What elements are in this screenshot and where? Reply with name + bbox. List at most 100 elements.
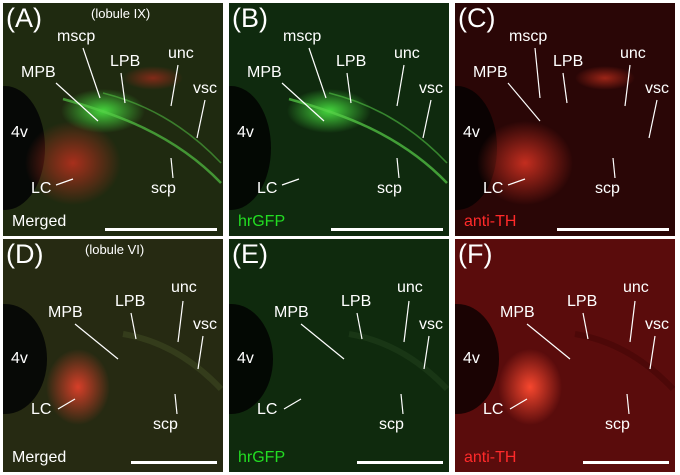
mpb-label: MPB	[500, 304, 535, 321]
fourth-ventricle-label: 4v	[11, 350, 28, 367]
mscp-pointer	[534, 47, 541, 99]
fourth-ventricle	[3, 304, 47, 414]
lobule-label: (lobule VI)	[85, 242, 145, 257]
panel-a-micrograph	[3, 3, 223, 236]
lc-pointer	[283, 398, 302, 410]
lpb-label: LPB	[115, 293, 146, 310]
fourth-ventricle	[229, 304, 273, 414]
scp-pointer	[626, 393, 630, 415]
unc-pointer	[170, 64, 179, 107]
lpb-th-fibers	[123, 66, 183, 90]
lc-label: LC	[31, 180, 52, 197]
vsc-label: vsc	[645, 80, 669, 97]
scp-label: scp	[595, 180, 620, 197]
vsc-pointer	[649, 335, 656, 370]
fourth-ventricle-label: 4v	[463, 124, 480, 141]
panel-letter: (D)	[6, 239, 44, 269]
scp-pointer	[612, 157, 616, 179]
panel-letter: (F)	[458, 239, 493, 269]
scp-label: scp	[153, 416, 178, 433]
channel-label: anti-TH	[464, 449, 517, 466]
lc-label: LC	[257, 180, 278, 197]
lc-th-signal	[477, 121, 573, 205]
fourth-ventricle-label: 4v	[463, 350, 480, 367]
panel-c-anti-th-lobule-ix: (C) mscp MPB LPB unc vsc 4v LC scp anti-…	[455, 3, 675, 236]
mpb-label: MPB	[48, 304, 83, 321]
lc-pointer	[509, 398, 528, 410]
vsc-label: vsc	[419, 80, 443, 97]
unc-label: unc	[623, 279, 649, 296]
unc-pointer	[624, 64, 631, 107]
panel-a-leader-lines	[55, 47, 206, 186]
unc-label: unc	[620, 45, 646, 62]
channel-label: Merged	[12, 449, 67, 466]
lc-pointer	[507, 178, 526, 186]
panel-d-merged-lobule-vi: (D) (lobule VI) MPB LPB unc vsc 4v LC sc…	[3, 239, 223, 472]
mpb-pointer	[55, 82, 99, 122]
unc-pointer	[177, 300, 184, 343]
fourth-ventricle-label: 4v	[237, 124, 254, 141]
mpb-label: MPB	[473, 64, 508, 81]
scale-bar	[105, 228, 217, 231]
lc-label: LC	[31, 401, 52, 418]
vsc-label: vsc	[193, 80, 217, 97]
mpb-pointer	[507, 82, 541, 122]
scp-pointer	[174, 393, 178, 415]
unc-pointer	[629, 300, 636, 343]
scp-tract	[574, 331, 675, 392]
lpb-th-fibers	[575, 66, 635, 90]
unc-label: unc	[168, 45, 194, 62]
panel-f-anti-th-lobule-vi: (F) MPB LPB unc vsc 4v LC scp anti-TH	[455, 239, 675, 472]
lc-pointer	[55, 178, 74, 186]
scp-tract	[348, 331, 449, 392]
lpb-label: LPB	[341, 293, 372, 310]
mscp-pointer	[308, 47, 327, 99]
lpb-label: LPB	[553, 53, 584, 70]
scale-bar	[583, 461, 669, 464]
vsc-pointer	[422, 99, 432, 139]
unc-label: unc	[171, 279, 197, 296]
channel-label: Merged	[12, 213, 67, 230]
scale-bar	[357, 461, 443, 464]
lpb-pointer	[346, 72, 352, 104]
channel-label: anti-TH	[464, 213, 517, 230]
lpb-pointer	[120, 72, 126, 104]
panel-letter: (C)	[458, 3, 496, 33]
fourth-ventricle-label: 4v	[237, 350, 254, 367]
scp-label: scp	[377, 180, 402, 197]
lpb-label: LPB	[567, 293, 598, 310]
gfp-fiber-tract	[62, 97, 222, 184]
lc-label: LC	[483, 401, 504, 418]
lpb-pointer	[562, 72, 568, 104]
mpb-pointer	[300, 323, 345, 360]
scp-label: scp	[379, 416, 404, 433]
panel-f-leader-lines	[509, 300, 656, 415]
mpb-pointer	[74, 323, 119, 360]
gfp-fiber-tract	[288, 97, 448, 184]
mpb-pointer	[526, 323, 571, 360]
vsc-label: vsc	[193, 316, 217, 333]
channel-label: hrGFP	[238, 213, 286, 230]
lpb-pointer	[356, 312, 363, 340]
scp-label: scp	[151, 180, 176, 197]
mscp-label: mscp	[509, 28, 548, 45]
panel-letter: (E)	[232, 239, 268, 269]
scale-bar	[557, 228, 669, 231]
scp-pointer	[400, 393, 404, 415]
unc-pointer	[396, 64, 405, 107]
mpb-label: MPB	[274, 304, 309, 321]
vsc-label: vsc	[419, 316, 443, 333]
panel-letter: (B)	[232, 3, 268, 33]
mpb-pointer	[281, 82, 325, 122]
lpb-label: LPB	[336, 53, 367, 70]
lpb-label: LPB	[110, 53, 141, 70]
gfp-fiber-tract-2	[328, 92, 448, 164]
unc-pointer	[403, 300, 410, 343]
panel-b-hrgfp-lobule-ix: (B) mscp MPB LPB unc vsc 4v LC scp hrGFP	[229, 3, 449, 236]
panel-d-leader-lines	[57, 300, 204, 415]
lc-th-signal	[25, 121, 121, 205]
vsc-pointer	[196, 99, 206, 139]
panel-e-leader-lines	[283, 300, 430, 415]
unc-label: unc	[394, 45, 420, 62]
panel-b-leader-lines	[281, 47, 432, 186]
